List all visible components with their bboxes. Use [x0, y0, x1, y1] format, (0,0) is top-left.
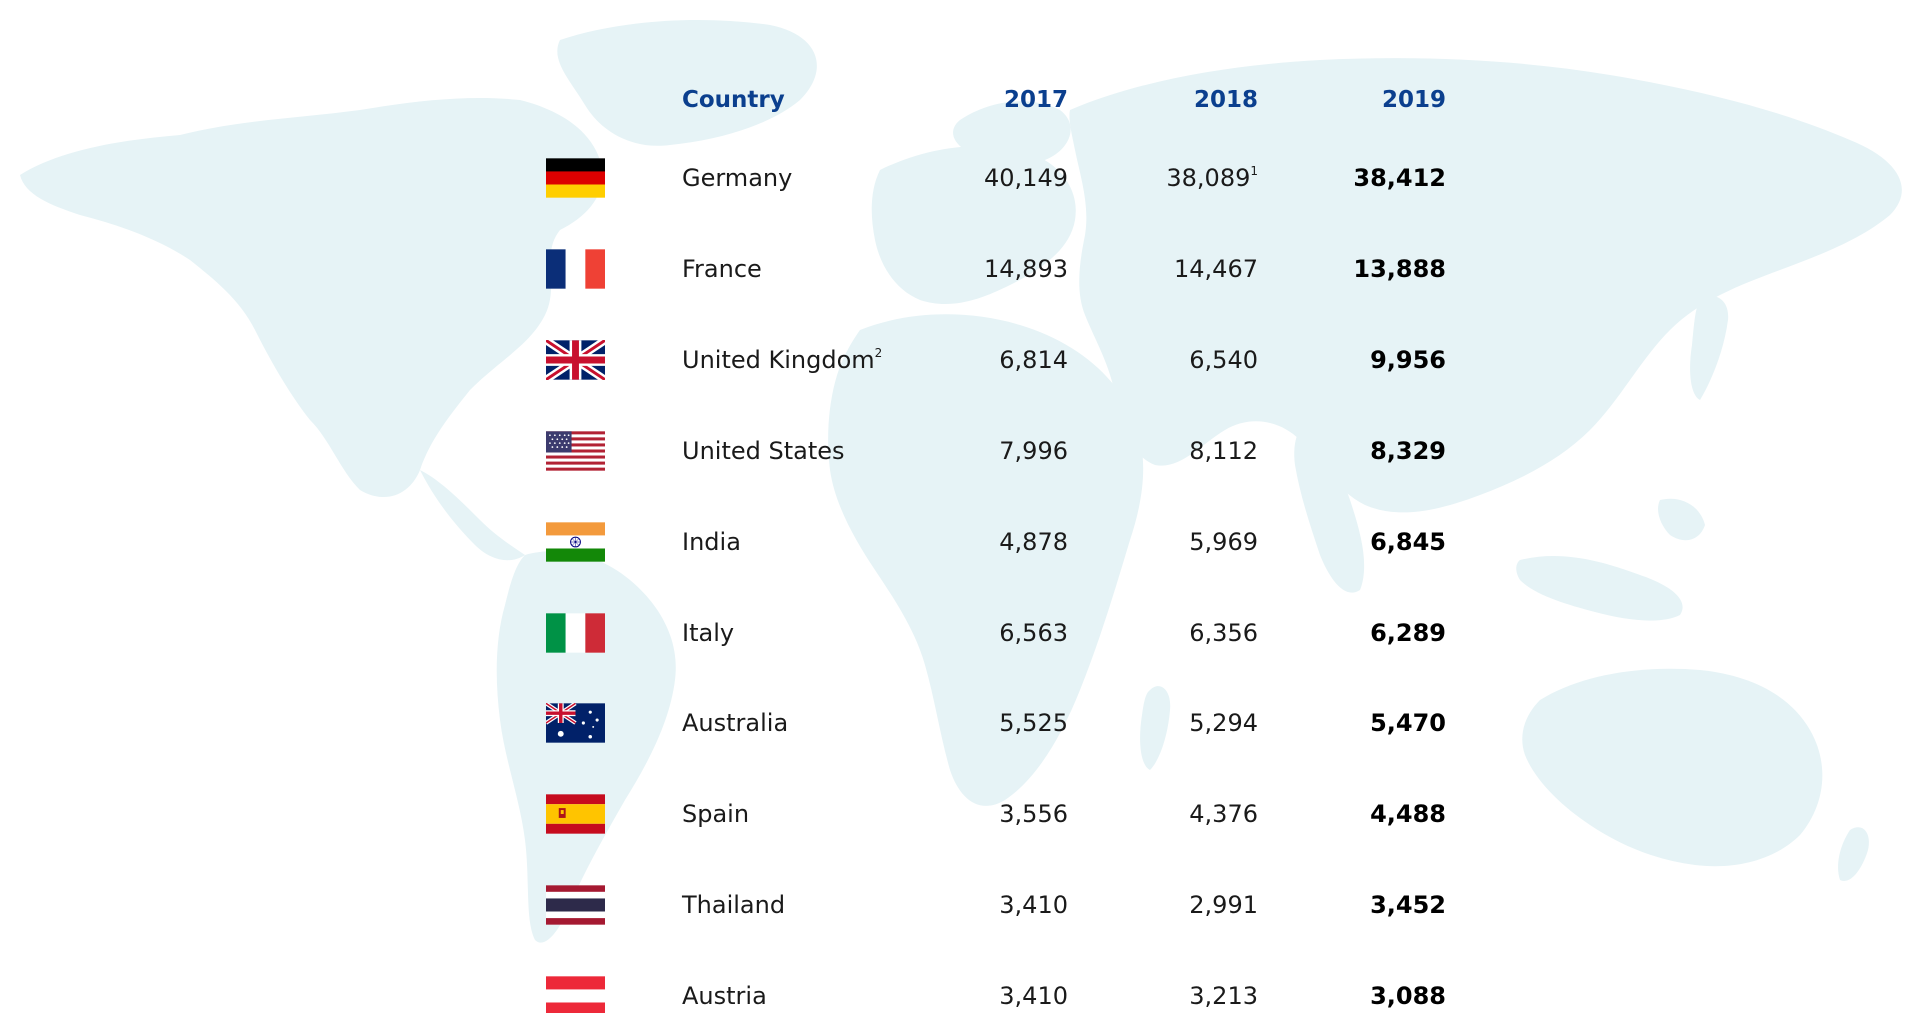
table-row: Spain 3,556 4,376 4,488	[0, 785, 1921, 845]
spain-flag-icon	[546, 794, 605, 834]
country-name: Australia	[682, 709, 789, 737]
country-name: United Kingdom2	[682, 346, 883, 374]
thailand-flag-icon	[546, 885, 605, 925]
italy-flag-icon	[546, 613, 605, 653]
value-2019: 9,956	[1370, 346, 1446, 374]
value-2018: 3,213	[1189, 982, 1258, 1010]
table-row: India 4,878 5,969 6,845	[0, 513, 1921, 573]
value-2019: 38,412	[1353, 164, 1446, 192]
value-2019: 13,888	[1353, 255, 1446, 283]
table-row: United Kingdom2 6,814 6,540 9,956	[0, 331, 1921, 391]
value-2018: 6,540	[1189, 346, 1258, 374]
austria-flag-icon	[546, 976, 605, 1013]
value-2019: 4,488	[1370, 800, 1446, 828]
country-name: Germany	[682, 164, 793, 192]
country-name: Austria	[682, 982, 767, 1010]
value-2017: 7,996	[999, 437, 1068, 465]
country-name: India	[682, 528, 741, 556]
value-2019: 8,329	[1370, 437, 1446, 465]
table-row: United States 7,996 8,112 8,329	[0, 422, 1921, 482]
value-2018: 8,112	[1189, 437, 1258, 465]
value-2017: 40,149	[984, 164, 1068, 192]
united-states-flag-icon	[546, 431, 605, 471]
value-2017: 6,814	[999, 346, 1068, 374]
value-2018: 14,467	[1174, 255, 1258, 283]
table-row: Austria 3,410 3,213 3,088	[0, 967, 1921, 1013]
value-2017: 5,525	[999, 709, 1068, 737]
table-row: Australia 5,525 5,294 5,470	[0, 694, 1921, 754]
value-2017: 6,563	[999, 619, 1068, 647]
country-name: United States	[682, 437, 845, 465]
country-name: Spain	[682, 800, 750, 828]
value-2017: 3,410	[999, 982, 1068, 1010]
india-flag-icon	[546, 522, 605, 562]
value-2018: 6,356	[1189, 619, 1258, 647]
value-2018: 5,969	[1189, 528, 1258, 556]
value-2019: 3,452	[1370, 891, 1446, 919]
value-2017: 14,893	[984, 255, 1068, 283]
header-2018: 2018	[1193, 87, 1258, 113]
country-name: Thailand	[682, 891, 786, 919]
country-name: Italy	[682, 619, 735, 647]
value-2018: 38,0891	[1166, 164, 1258, 192]
value-2017: 3,556	[999, 800, 1068, 828]
value-2017: 3,410	[999, 891, 1068, 919]
germany-flag-icon	[546, 158, 605, 198]
australia-flag-icon	[546, 703, 605, 743]
value-2018: 4,376	[1189, 800, 1258, 828]
value-2019: 5,470	[1370, 709, 1446, 737]
table-row: Thailand 3,410 2,991 3,452	[0, 876, 1921, 936]
table-row: Germany 40,149 38,0891 38,412	[0, 149, 1921, 209]
footnote-marker: 2	[874, 346, 883, 360]
table-row: France 14,893 14,467 13,888	[0, 240, 1921, 300]
value-2018: 5,294	[1189, 709, 1258, 737]
united-kingdom-flag-icon	[546, 340, 605, 380]
value-2019: 3,088	[1370, 982, 1446, 1010]
country-name: France	[682, 255, 762, 283]
header-2019: 2019	[1381, 87, 1446, 113]
value-2018: 2,991	[1189, 891, 1258, 919]
value-2019: 6,845	[1370, 528, 1446, 556]
value-2017: 4,878	[999, 528, 1068, 556]
header-country: Country	[682, 87, 785, 113]
france-flag-icon	[546, 249, 605, 289]
footnote-marker: 1	[1250, 164, 1258, 178]
value-2019: 6,289	[1370, 619, 1446, 647]
header-2017: 2017	[1003, 87, 1068, 113]
table-row: Italy 6,563 6,356 6,289	[0, 604, 1921, 664]
